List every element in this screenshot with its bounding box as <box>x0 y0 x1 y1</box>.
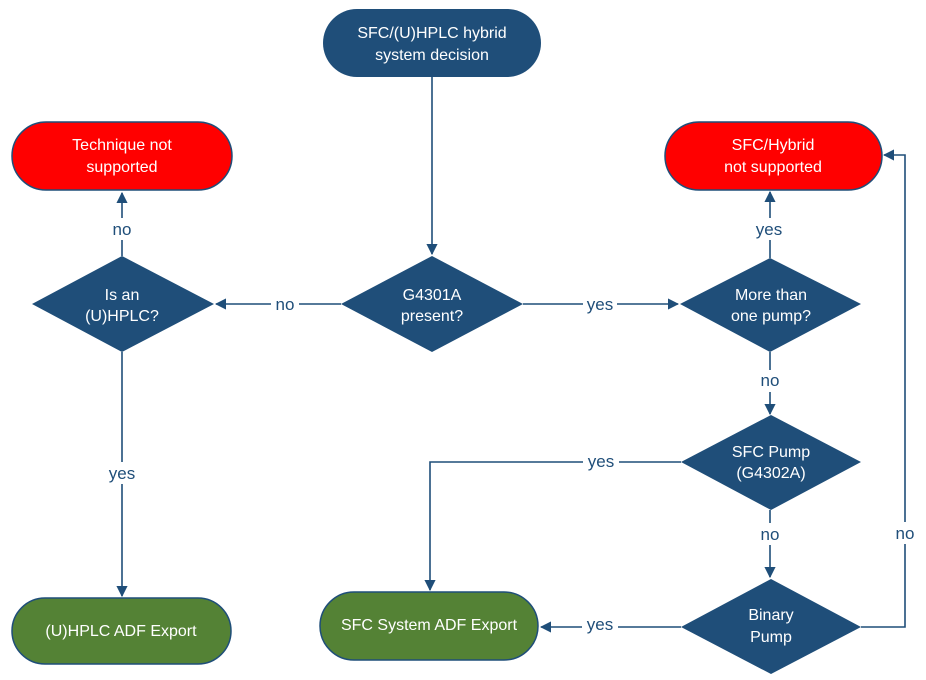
node-sfc-hybrid-not-supported-line1: SFC/Hybrid <box>732 137 815 154</box>
node-uhplc-adf-export: (U)HPLC ADF Export <box>11 597 232 665</box>
node-g4301a-present: G4301A present? <box>341 256 523 352</box>
edge-sfc-pump-yes <box>424 461 681 592</box>
node-more-than-one-pump-line2: one pump? <box>731 308 811 325</box>
edge-label-binary-yes: yes <box>587 615 613 634</box>
node-start-line2: system decision <box>375 47 489 64</box>
node-is-uhplc-line1: Is an <box>105 287 140 304</box>
node-start: SFC/(U)HPLC hybrid system decision <box>323 9 541 77</box>
node-binary-pump: Binary Pump <box>681 579 861 674</box>
node-more-than-one-pump-line1: More than <box>735 287 807 304</box>
node-sfc-hybrid-not-supported-line2: not supported <box>724 159 822 176</box>
edge-binary-no <box>861 149 906 628</box>
node-sfc-hybrid-not-supported: SFC/Hybrid not supported <box>664 121 883 191</box>
node-g4301a-present-line2: present? <box>401 308 463 325</box>
edge-label-more-pump-no: no <box>761 371 780 390</box>
node-is-uhplc: Is an (U)HPLC? <box>32 256 214 352</box>
edge-label-is-uhplc-yes: yes <box>109 464 135 483</box>
node-sfc-pump-line2: (G4302A) <box>736 465 805 482</box>
node-binary-pump-line2: Pump <box>750 629 792 646</box>
node-uhplc-adf-export-label: (U)HPLC ADF Export <box>45 623 197 640</box>
edge-label-g4301a-yes: yes <box>587 295 613 314</box>
edge-label-sfc-pump-yes: yes <box>588 452 614 471</box>
node-binary-pump-line1: Binary <box>748 607 793 624</box>
node-more-than-one-pump: More than one pump? <box>680 258 861 352</box>
node-sfc-pump: SFC Pump (G4302A) <box>681 415 861 510</box>
node-start-line1: SFC/(U)HPLC hybrid <box>357 25 506 42</box>
node-sfc-system-adf-export: SFC System ADF Export <box>319 591 539 661</box>
node-sfc-system-adf-export-label: SFC System ADF Export <box>341 617 518 634</box>
edge-label-is-uhplc-no: no <box>113 220 132 239</box>
node-is-uhplc-line2: (U)HPLC? <box>85 308 159 325</box>
edge-label-binary-no: no <box>896 524 915 543</box>
node-technique-not-supported: Technique not supported <box>11 121 233 191</box>
node-technique-not-supported-line1: Technique not <box>72 137 172 154</box>
edge-label-sfc-pump-no: no <box>761 525 780 544</box>
edge-label-more-pump-yes: yes <box>756 220 782 239</box>
node-g4301a-present-line1: G4301A <box>403 287 462 304</box>
edge-label-g4301a-no: no <box>276 295 295 314</box>
node-technique-not-supported-line2: supported <box>86 159 157 176</box>
node-sfc-pump-line1: SFC Pump <box>732 444 810 461</box>
